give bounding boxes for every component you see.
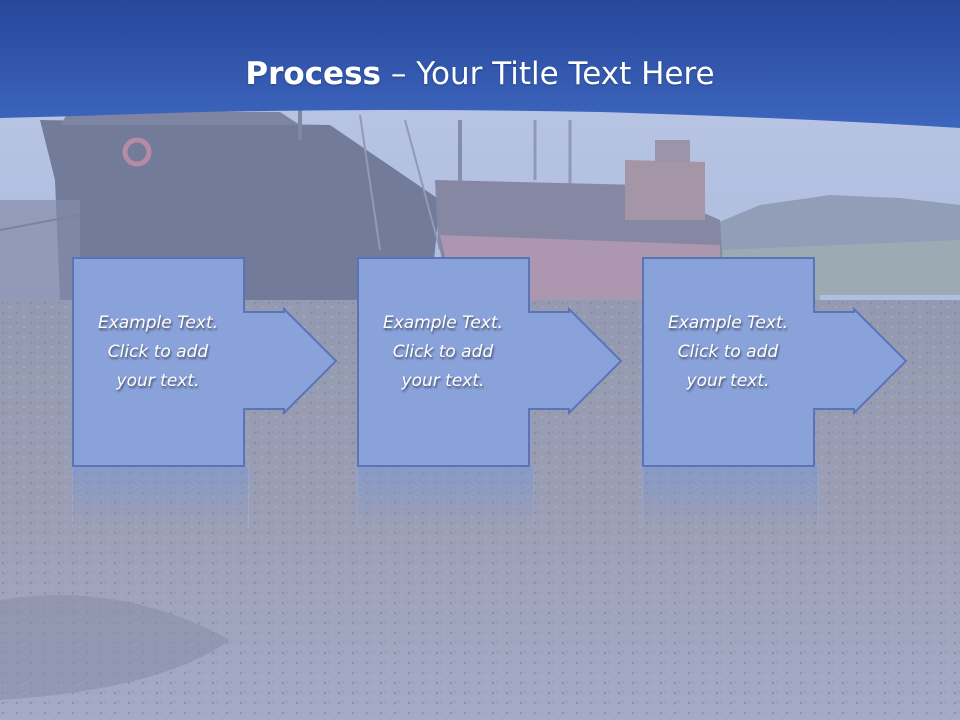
step-1-line-2: Click to add (107, 342, 209, 362)
step-3-text: Example Text. Click to add your text. (642, 309, 814, 396)
step-1-line-1: Example Text. (97, 313, 219, 333)
process-step-2[interactable]: Example Text. Click to add your text. (357, 257, 627, 467)
step-2-reflection (357, 467, 534, 527)
step-3-line-1: Example Text. (667, 313, 789, 333)
title-rest-part: – Your Title Text Here (381, 56, 715, 92)
step-3-box-arrow-shape (642, 257, 908, 467)
step-1-line-3: your text. (116, 371, 200, 391)
title-bold-part: Process (245, 56, 381, 92)
step-3-line-3: your text. (686, 371, 770, 391)
step-1-box-arrow-shape (72, 257, 338, 467)
step-1-text: Example Text. Click to add your text. (72, 309, 244, 396)
step-3-reflection (642, 467, 819, 527)
step-2-line-2: Click to add (392, 342, 494, 362)
step-3-line-2: Click to add (677, 342, 779, 362)
process-step-3[interactable]: Example Text. Click to add your text. (642, 257, 912, 467)
step-1-reflection (72, 467, 249, 527)
step-2-line-1: Example Text. (382, 313, 504, 333)
step-2-box-arrow-shape (357, 257, 623, 467)
step-2-line-3: your text. (401, 371, 485, 391)
slide-title[interactable]: Process – Your Title Text Here (0, 52, 960, 96)
step-2-text: Example Text. Click to add your text. (357, 309, 529, 396)
process-step-1[interactable]: Example Text. Click to add your text. (72, 257, 342, 467)
